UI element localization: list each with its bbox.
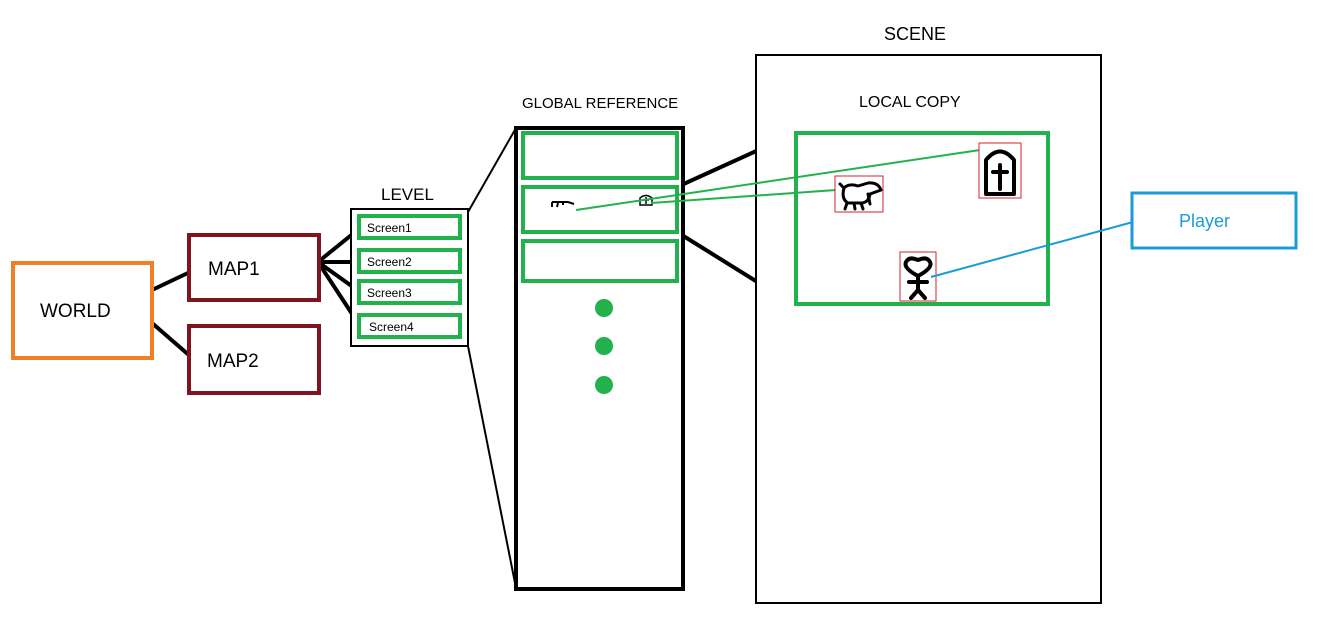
player-box	[1130, 191, 1298, 250]
screen-box	[357, 248, 462, 274]
world-box	[11, 261, 154, 360]
dog-icon	[834, 175, 884, 213]
link-tombstone-dog	[650, 189, 837, 204]
screen-label: Screen1	[367, 221, 412, 235]
player-link	[930, 221, 1134, 278]
screen-label: Screen4	[369, 320, 414, 334]
world-node: WORLD	[11, 261, 154, 360]
map1-label: MAP1	[208, 259, 260, 280]
zoom-line-top	[467, 127, 517, 213]
map1-node: MAP1	[187, 233, 321, 302]
screen-4: Screen4	[357, 313, 462, 339]
scene-node: SCENE LOCAL COPY	[575, 24, 1134, 604]
ref-slot-3	[521, 239, 679, 283]
scene-title: SCENE	[884, 24, 946, 44]
tombstone-icon	[978, 142, 1022, 199]
map1-box	[187, 233, 321, 302]
connector-world-map2	[150, 321, 192, 358]
screen-box	[357, 279, 462, 305]
screen-label: Screen2	[367, 255, 412, 269]
stick-figure-icon	[899, 251, 937, 302]
map2-node: MAP2	[187, 324, 321, 395]
ref-slot-1	[521, 131, 679, 180]
gun-icon	[551, 201, 575, 208]
screen-1: Screen1	[357, 214, 462, 240]
ref-slot-2	[521, 185, 679, 234]
screen-3: Screen3	[357, 279, 462, 305]
world-label: WORLD	[40, 301, 111, 322]
level-node: LEVEL Screen1 Screen2 Screen3 Screen4	[350, 185, 469, 347]
screen-label: Screen3	[367, 286, 412, 300]
zoom-line-bottom	[467, 345, 517, 589]
player-label: Player	[1179, 211, 1230, 231]
ellipsis-dot	[595, 376, 613, 394]
screen-box	[357, 214, 462, 240]
player-node: Player	[1130, 191, 1298, 250]
map2-box	[187, 324, 321, 395]
zoom-lines	[467, 127, 517, 589]
screen-box	[357, 313, 462, 339]
ellipsis-dot	[595, 299, 613, 317]
global-reference-node: GLOBAL REFERENCE	[514, 95, 685, 591]
connector-world-map1	[151, 270, 191, 292]
link-gun-tombstone	[575, 149, 981, 211]
reference-links	[575, 149, 981, 211]
ellipsis-dot	[595, 337, 613, 355]
global-reference-title: GLOBAL REFERENCE	[522, 95, 678, 112]
local-copy-title: LOCAL COPY	[859, 94, 961, 111]
map2-label: MAP2	[207, 351, 259, 372]
screen-2: Screen2	[357, 248, 462, 274]
level-title: LEVEL	[381, 185, 434, 204]
